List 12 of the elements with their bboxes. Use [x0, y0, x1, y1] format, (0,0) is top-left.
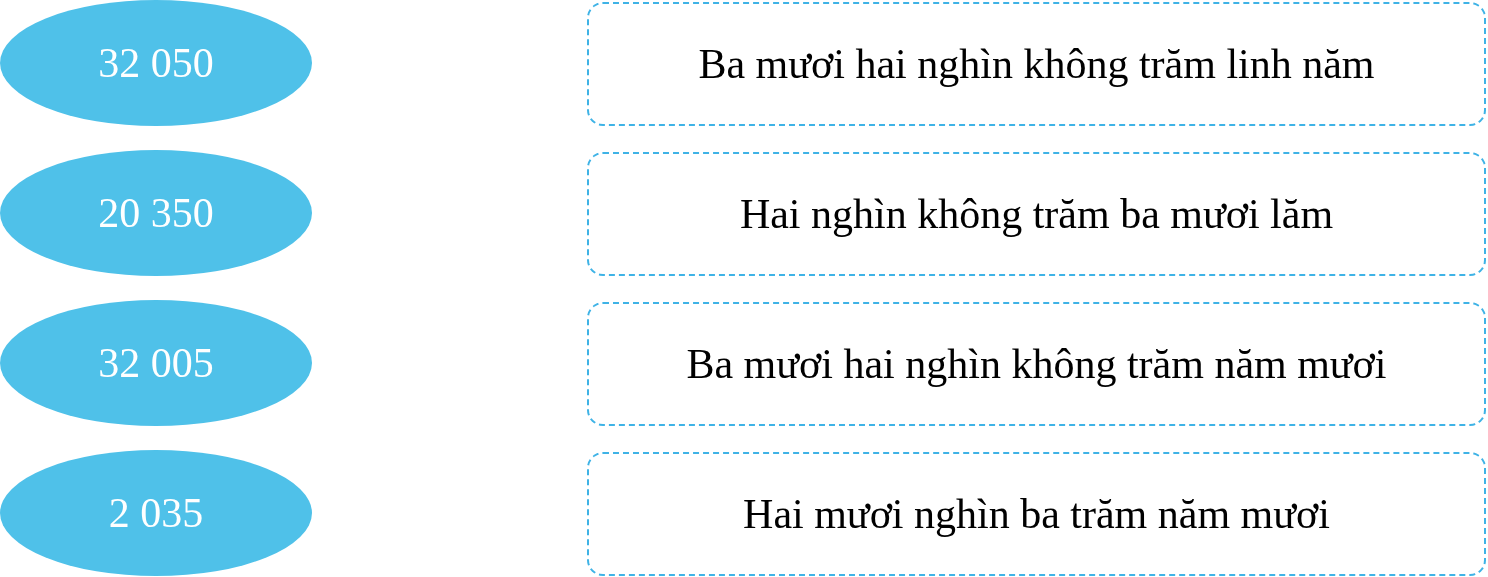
number-text: 32 005 [98, 339, 214, 387]
number-words: Hai nghìn không trăm ba mươi lăm [739, 190, 1334, 238]
number-words: Ba mươi hai nghìn không trăm linh năm [698, 40, 1375, 88]
answer-card [587, 2, 1486, 126]
answer-card [587, 302, 1486, 426]
number-words: Hai mươi nghìn ba trăm năm mươi [743, 490, 1330, 538]
number-words: Ba mươi hai nghìn không trăm năm mươi [686, 340, 1387, 388]
answer-card [587, 452, 1486, 576]
number-text: 20 350 [98, 189, 214, 237]
number-text: 2 035 [108, 489, 204, 537]
answer-card [587, 152, 1486, 276]
number-text: 32 050 [98, 39, 214, 87]
